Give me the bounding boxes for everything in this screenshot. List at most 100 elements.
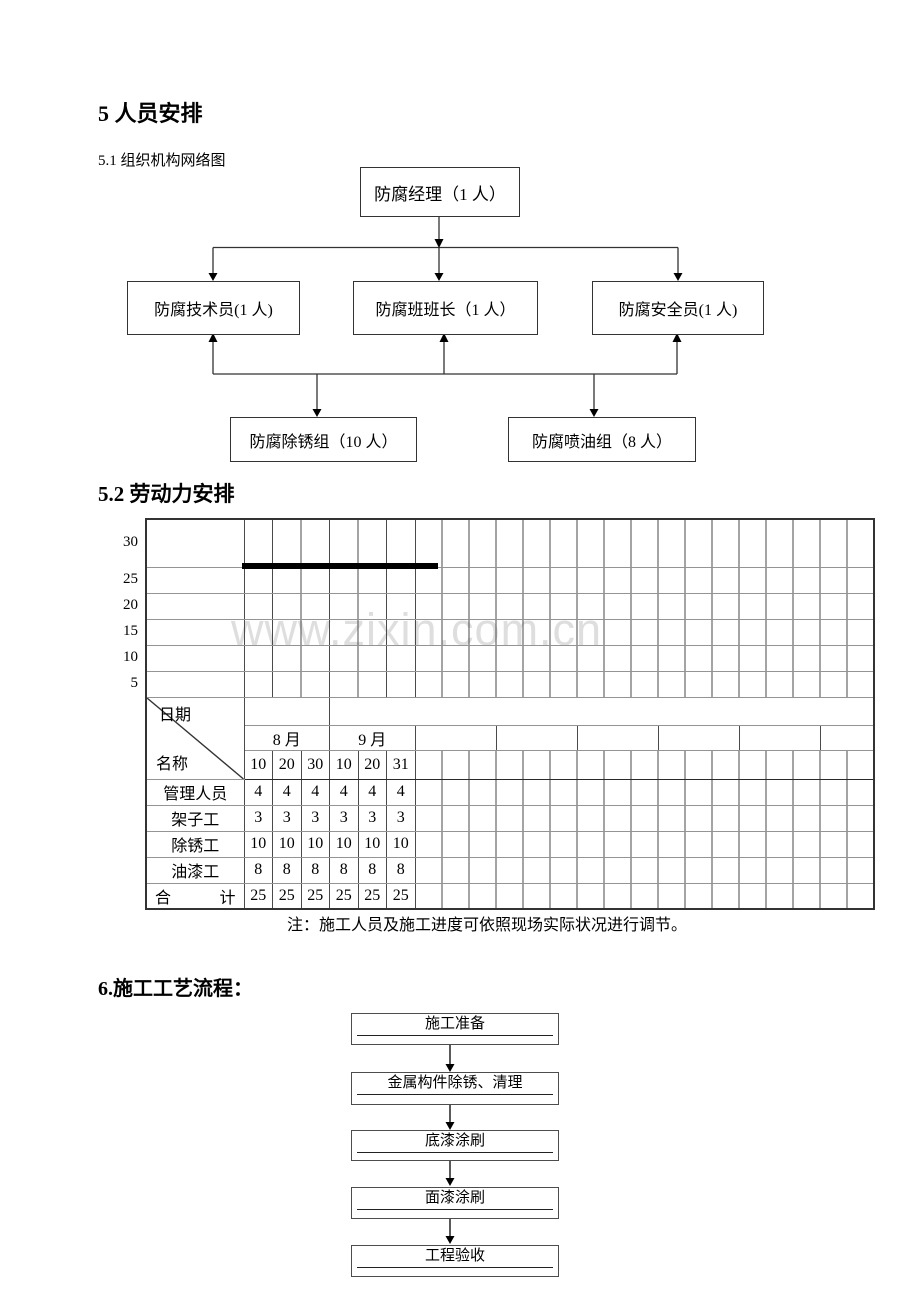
- chart-label-cell: [145, 670, 245, 698]
- labor-table: 日期 名称 8 月 9 月 10 20 30 10: [145, 518, 876, 910]
- flow-connectors: [445, 1043, 455, 1244]
- value-cell: 3: [329, 804, 359, 832]
- org-box-spray-team-label: 防腐喷油组（8 人）: [531, 433, 672, 451]
- org-chart: 防腐经理（1 人） 防腐技术员(1 人) 防腐班班长（1 人） 防腐安全员(1 …: [0, 160, 920, 470]
- chart-grid: [414, 518, 875, 568]
- day-cell: 31: [386, 749, 416, 780]
- flow-step-label: 工程验收: [357, 1246, 553, 1268]
- diagonal-header-cell: 日期 名称: [145, 696, 245, 780]
- date-band-cell: [243, 696, 330, 726]
- total-label-left: 合: [155, 889, 172, 907]
- chart-label-cell: [145, 592, 245, 620]
- flow-step-primer: 底漆涂刷: [351, 1130, 559, 1161]
- chart-row: [145, 670, 875, 698]
- value-cell: 4: [272, 778, 302, 806]
- value-cell: 8: [386, 856, 416, 884]
- total-label: 合 计: [145, 882, 245, 910]
- flow-step-label: 底漆涂刷: [357, 1131, 553, 1153]
- value-cell: 10: [243, 830, 273, 858]
- table-row-painters: 油漆工 8 8 8 8 8 8: [145, 856, 875, 884]
- flow-step-acceptance: 工程验收: [351, 1245, 559, 1277]
- day-row: 10 20 30 10 20 31: [146, 749, 875, 780]
- total-label-right: 计: [219, 889, 236, 907]
- y-axis-tick: 25: [123, 571, 138, 587]
- value-cell: 10: [386, 830, 416, 858]
- value-cell: 8: [300, 856, 330, 884]
- chart-grid: [243, 566, 416, 594]
- table-row-managers: 管理人员 4 4 4 4 4 4: [145, 778, 875, 806]
- month-cell: [657, 724, 740, 751]
- day-cell: 20: [272, 749, 302, 780]
- y-axis-tick: 10: [123, 649, 138, 665]
- chart-grid: [414, 566, 875, 594]
- day-cell: 10: [329, 749, 359, 780]
- org-chart-connectors: [208, 215, 683, 417]
- value-cell: 10: [357, 830, 387, 858]
- flow-step-label: 金属构件除锈、清理: [357, 1073, 553, 1095]
- total-cell: 25: [357, 882, 387, 910]
- chart-row: [145, 618, 875, 646]
- chart-grid: [414, 670, 875, 698]
- date-header-row: 日期 名称: [145, 696, 875, 780]
- month-cell: [414, 724, 497, 751]
- table-row-total: 合 计 25 25 25 25 25 25: [145, 882, 875, 910]
- total-cell: 25: [300, 882, 330, 910]
- flow-step-derust-clean: 金属构件除锈、清理: [351, 1072, 559, 1105]
- empty-cells: [414, 882, 875, 910]
- org-box-manager: 防腐经理（1 人）: [360, 167, 520, 217]
- value-cell: 8: [329, 856, 359, 884]
- row-label: 油漆工: [145, 856, 245, 884]
- value-cell: 4: [386, 778, 416, 806]
- chart-grid: [414, 592, 875, 620]
- value-cell: 3: [243, 804, 273, 832]
- chart-grid: [414, 644, 875, 672]
- section-5-2-heading: 5.2 劳动力安排: [98, 482, 235, 506]
- chart-grid: [243, 618, 416, 646]
- empty-cells: [414, 778, 875, 806]
- flow-step-topcoat: 面漆涂刷: [351, 1187, 559, 1219]
- month-cell: [819, 724, 875, 751]
- value-cell: 4: [329, 778, 359, 806]
- empty-cells: [414, 856, 875, 884]
- table-note: 注：施工人员及施工进度可依照现场实际状况进行调节。: [287, 917, 688, 934]
- diagonal-line: [147, 698, 243, 778]
- empty-cells: [414, 804, 875, 832]
- corner-name-label: 名称: [156, 755, 189, 773]
- org-box-technician: 防腐技术员(1 人): [127, 281, 300, 335]
- month-cell: [738, 724, 821, 751]
- org-box-derust-team: 防腐除锈组（10 人）: [230, 417, 417, 462]
- y-axis-tick: 30: [123, 534, 138, 550]
- value-cell: 3: [272, 804, 302, 832]
- value-cell: 4: [300, 778, 330, 806]
- day-cell: 30: [300, 749, 330, 780]
- value-cell: 4: [357, 778, 387, 806]
- org-box-technician-label: 防腐技术员(1 人): [154, 302, 273, 319]
- chart-row: [145, 592, 875, 620]
- value-cell: 3: [357, 804, 387, 832]
- value-cell: 10: [272, 830, 302, 858]
- value-cell: 8: [357, 856, 387, 884]
- value-cell: 10: [329, 830, 359, 858]
- total-cell: 25: [272, 882, 302, 910]
- month-row: 8 月 9 月: [146, 724, 875, 751]
- total-cell: 25: [329, 882, 359, 910]
- empty-cells: [414, 830, 875, 858]
- org-box-derust-team-label: 防腐除锈组（10 人）: [249, 433, 398, 451]
- date-band-cell: [329, 696, 875, 726]
- chart-label-cell: [145, 644, 245, 672]
- section-6-heading: 6.施工工艺流程：: [98, 978, 253, 1000]
- total-cell: 25: [243, 882, 273, 910]
- flow-step-preparation: 施工准备: [351, 1013, 559, 1045]
- value-cell: 8: [272, 856, 302, 884]
- chart-label-cell: [145, 618, 245, 646]
- value-cell: 3: [300, 804, 330, 832]
- day-empty-cells: [414, 749, 875, 780]
- section-5-heading: 5 人员安排: [98, 101, 203, 126]
- month-cell: 8 月: [243, 724, 330, 751]
- day-cell: 10: [243, 749, 273, 780]
- month-cell: 9 月: [329, 724, 416, 751]
- section-5-1-heading: 5.1 组织机构网络图: [98, 153, 226, 169]
- process-flowchart: 施工准备 金属构件除锈、清理 底漆涂刷 面漆涂刷 工程验收: [0, 1000, 920, 1302]
- y-axis-tick: 15: [123, 623, 138, 639]
